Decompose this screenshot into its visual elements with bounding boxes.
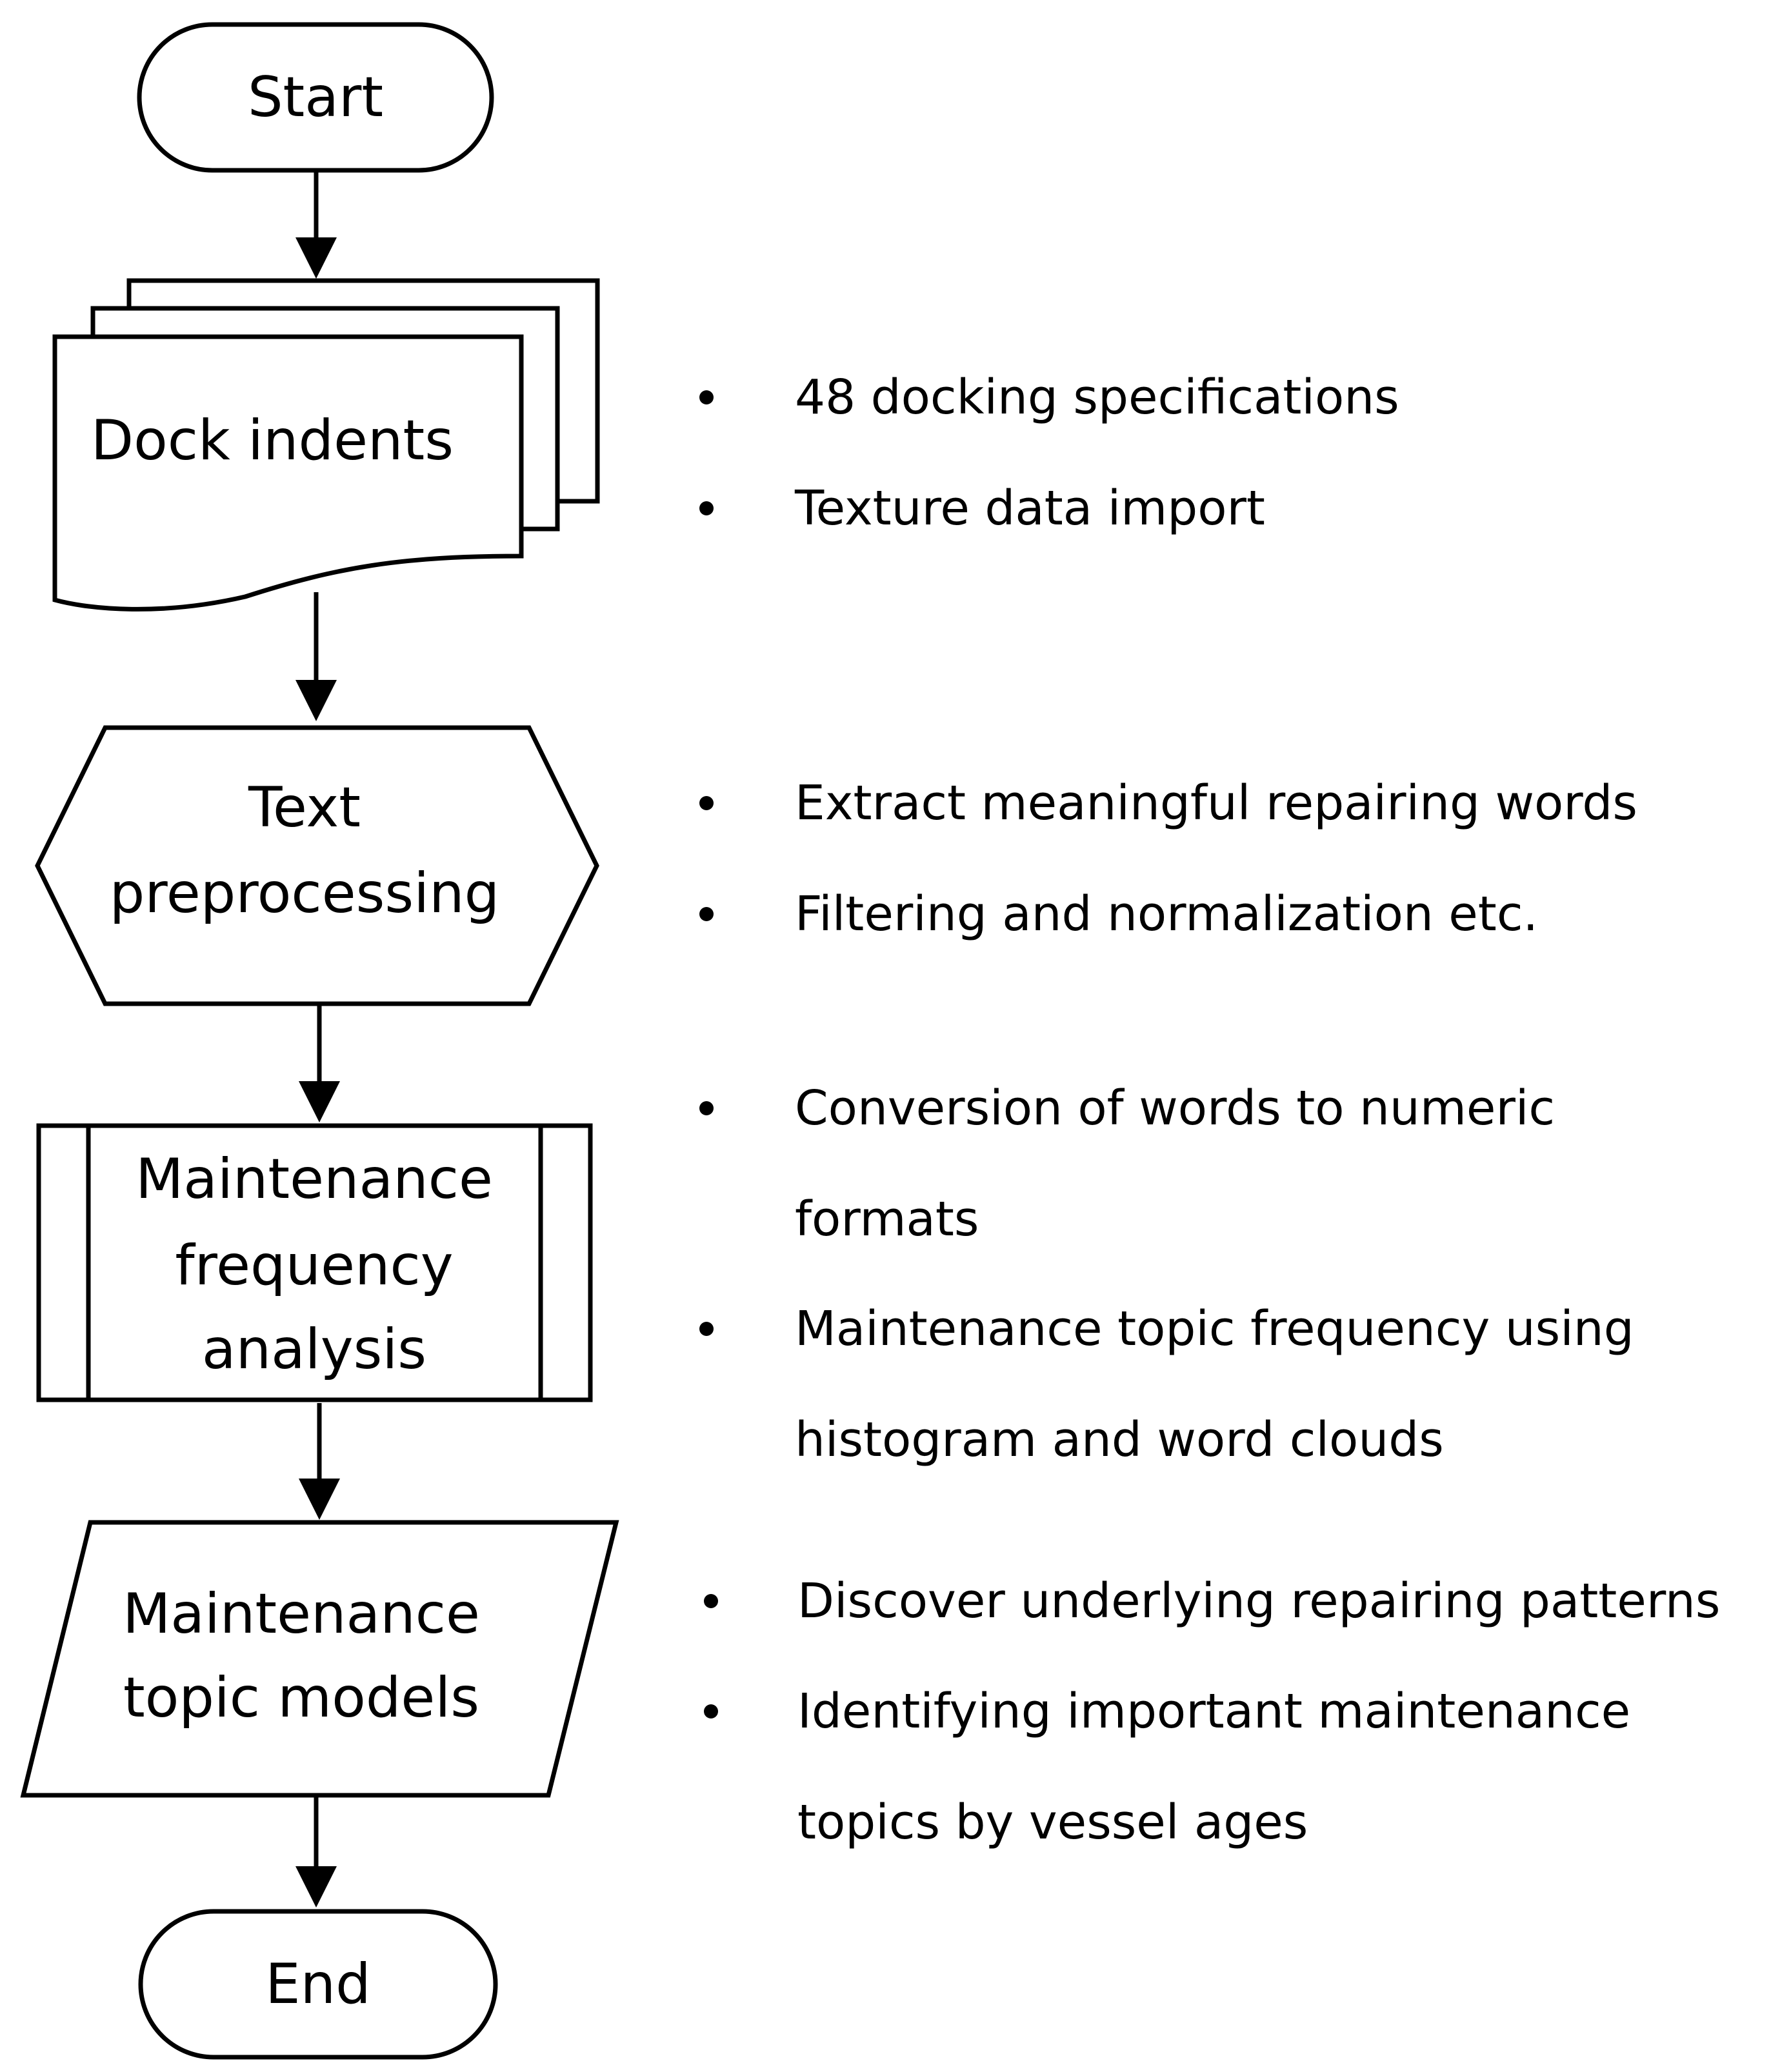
edge-topic-models-to-end bbox=[295, 1797, 337, 1908]
note-frequency-analysis-1-line-2: formats bbox=[795, 1191, 979, 1247]
text-preprocessing-label-line-2: preprocessing bbox=[110, 861, 499, 926]
bullet-dot bbox=[704, 1704, 718, 1718]
frequency-analysis-notes: Conversion of words to numeric formats M… bbox=[699, 1081, 1634, 1468]
note-dock-indents-2-line-1: Texture data import bbox=[794, 481, 1265, 536]
note-text-preprocessing-2-line-1: Filtering and normalization etc. bbox=[795, 886, 1538, 942]
topic-models-label-line-1: Maintenance bbox=[123, 1582, 480, 1646]
topic-models-notes: Discover underlying repairing patterns I… bbox=[704, 1573, 1720, 1850]
text-preprocessing-notes: Extract meaningful repairing words Filte… bbox=[699, 775, 1637, 942]
edge-dock-indents-to-text-preprocessing bbox=[295, 592, 337, 721]
note-frequency-analysis-1-line-1: Conversion of words to numeric bbox=[795, 1081, 1555, 1136]
topic-models-node: Maintenance topic models bbox=[20, 1520, 619, 1798]
note-dock-indents-1-line-1: 48 docking specifications bbox=[795, 370, 1399, 425]
dock-indents-notes: 48 docking specifications Texture data i… bbox=[699, 370, 1399, 536]
frequency-analysis-label-line-3: analysis bbox=[202, 1317, 426, 1382]
bullet-dot bbox=[699, 501, 714, 515]
frequency-analysis-node: Maintenance frequency analysis bbox=[36, 1123, 593, 1402]
edge-text-preprocessing-to-frequency-analysis bbox=[299, 1005, 340, 1122]
dock-indents-node: Dock indents bbox=[52, 278, 600, 612]
note-frequency-analysis-2-line-1: Maintenance topic frequency using bbox=[795, 1301, 1634, 1357]
text-preprocessing-label-line-1: Text bbox=[248, 775, 361, 840]
start-label: Start bbox=[248, 65, 383, 130]
start-node: Start bbox=[137, 22, 494, 173]
bullet-dot bbox=[699, 1101, 714, 1115]
note-text-preprocessing-1-line-1: Extract meaningful repairing words bbox=[795, 775, 1637, 831]
note-frequency-analysis-2-line-2: histogram and word clouds bbox=[795, 1412, 1444, 1468]
edge-frequency-analysis-to-topic-models bbox=[299, 1403, 340, 1520]
note-topic-models-2-line-1: Identifying important maintenance bbox=[797, 1684, 1630, 1739]
end-label: End bbox=[265, 1952, 370, 2017]
bullet-dot bbox=[699, 907, 714, 921]
bullet-dot bbox=[699, 796, 714, 810]
end-node: End bbox=[138, 1909, 498, 2060]
dock-indents-label: Dock indents bbox=[91, 408, 454, 473]
frequency-analysis-label-line-2: frequency bbox=[175, 1233, 453, 1298]
bullet-dot bbox=[699, 390, 714, 404]
bullet-dot bbox=[699, 1322, 714, 1336]
note-topic-models-2-line-2: topics by vessel ages bbox=[797, 1795, 1308, 1850]
bullet-dot bbox=[704, 1594, 718, 1608]
note-topic-models-1-line-1: Discover underlying repairing patterns bbox=[797, 1573, 1720, 1629]
edge-start-to-dock-indents bbox=[295, 171, 337, 279]
topic-models-label-line-2: topic models bbox=[123, 1666, 479, 1730]
text-preprocessing-node: Text preprocessing bbox=[35, 725, 599, 1006]
frequency-analysis-label-line-1: Maintenance bbox=[135, 1147, 493, 1211]
